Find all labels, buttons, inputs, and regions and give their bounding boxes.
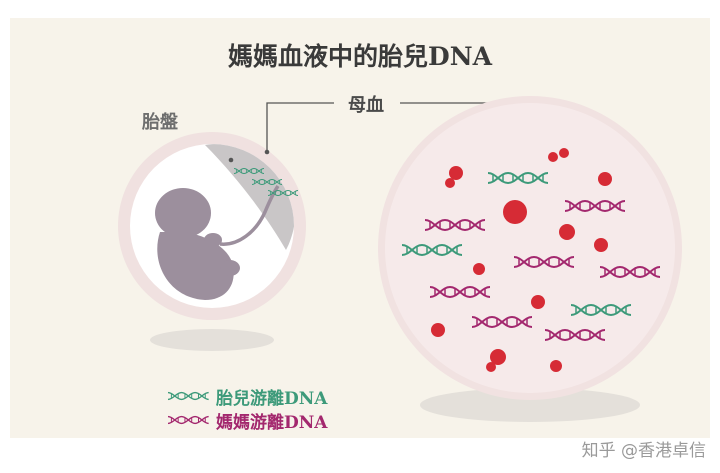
legend-label: 媽媽游離DNA (216, 412, 328, 433)
placenta-label: 胎盤 (142, 112, 178, 133)
legend-item-fetal-dna: 胎兒游離DNA (168, 384, 328, 409)
maternal-blood-label: 母血 (348, 95, 384, 116)
fetus-silhouette (155, 188, 240, 300)
blood-shadow (420, 388, 640, 422)
red-blood-cells (431, 148, 612, 372)
diagram-title: 媽媽血液中的胎兒DNA (228, 42, 492, 71)
legend-label: 胎兒游離DNA (216, 388, 328, 409)
womb-diagram (118, 132, 306, 320)
maternal-dna-icon (168, 415, 210, 425)
fetal-dna-icon (168, 391, 210, 401)
womb-shadow (150, 329, 274, 351)
watermark: 知乎 @香港卓信 (581, 441, 706, 461)
maternal-blood-sample (378, 96, 682, 400)
legend-item-maternal-dna: 媽媽游離DNA (168, 408, 328, 433)
